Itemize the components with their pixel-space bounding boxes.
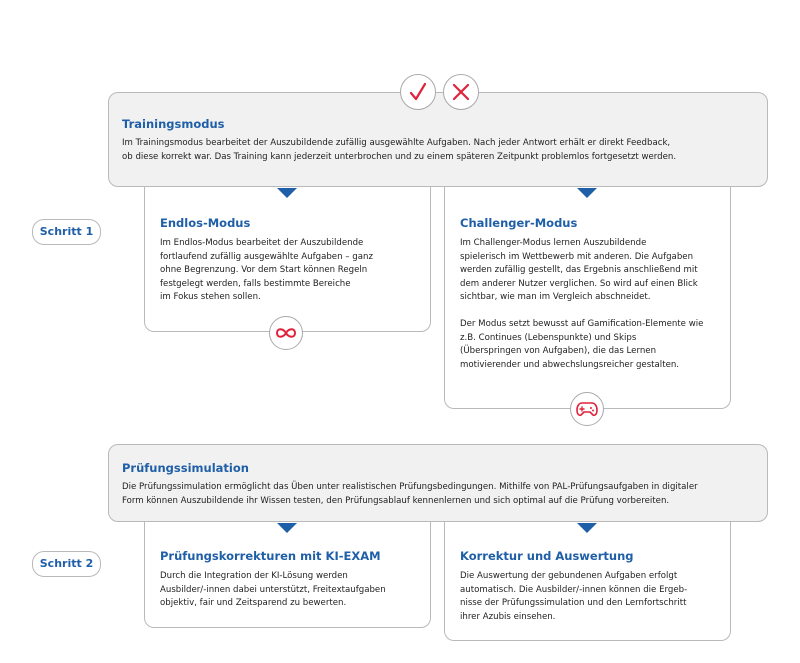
trainingsmodus-text: Im Trainingsmodus bearbeitet der Auszubi… (122, 138, 677, 162)
checkmark-icon (400, 74, 436, 110)
pruefungssimulation-banner: Prüfungssimulation Die Prüfungssimulatio… (108, 444, 768, 522)
endlos-pointer-arrow (277, 188, 297, 198)
challenger-pointer-arrow (577, 188, 597, 198)
step-1-label: Schritt 1 (32, 219, 101, 245)
endlos-modus-text: Im Endlos-Modus bearbeitet der Auszubild… (160, 238, 373, 303)
endlos-modus-title: Endlos-Modus (160, 216, 251, 230)
challenger-modus-card: Challenger-Modus Im Challenger-Modus ler… (444, 180, 731, 409)
challenger-modus-title: Challenger-Modus (460, 216, 578, 230)
pruefungssimulation-title: Prüfungssimulation (122, 461, 249, 475)
trainingsmodus-banner: Trainingsmodus Im Trainingsmodus bearbei… (108, 92, 768, 187)
infinity-icon (269, 316, 303, 350)
ki-exam-text: Durch die Integration der KI-Lösung werd… (160, 571, 386, 609)
challenger-modus-text-2: Der Modus setzt bewusst auf Gamification… (460, 318, 704, 370)
ki-exam-title: Prüfungskorrekturen mit KI-EXAM (160, 549, 381, 563)
pruefungssimulation-text: Die Prüfungssimulation ermöglicht das Üb… (122, 482, 698, 506)
korrektur-card: Korrektur und Auswertung Die Auswertung … (444, 515, 731, 641)
ki-exam-card: Prüfungskorrekturen mit KI-EXAM Durch di… (144, 515, 431, 628)
gamepad-icon (570, 392, 604, 426)
step-2-label: Schritt 2 (32, 551, 101, 577)
trainingsmodus-title: Trainingsmodus (122, 117, 225, 131)
korrektur-title: Korrektur und Auswertung (460, 549, 634, 563)
korrektur-text: Die Auswertung der gebundenen Aufgaben e… (460, 571, 688, 622)
ki-exam-pointer-arrow (277, 523, 297, 533)
endlos-modus-card: Endlos-Modus Im Endlos-Modus bearbeitet … (144, 180, 431, 332)
korrektur-pointer-arrow (577, 523, 597, 533)
cross-icon (443, 74, 479, 110)
challenger-modus-text: Im Challenger-Modus lernen Auszubildende… (460, 238, 698, 303)
